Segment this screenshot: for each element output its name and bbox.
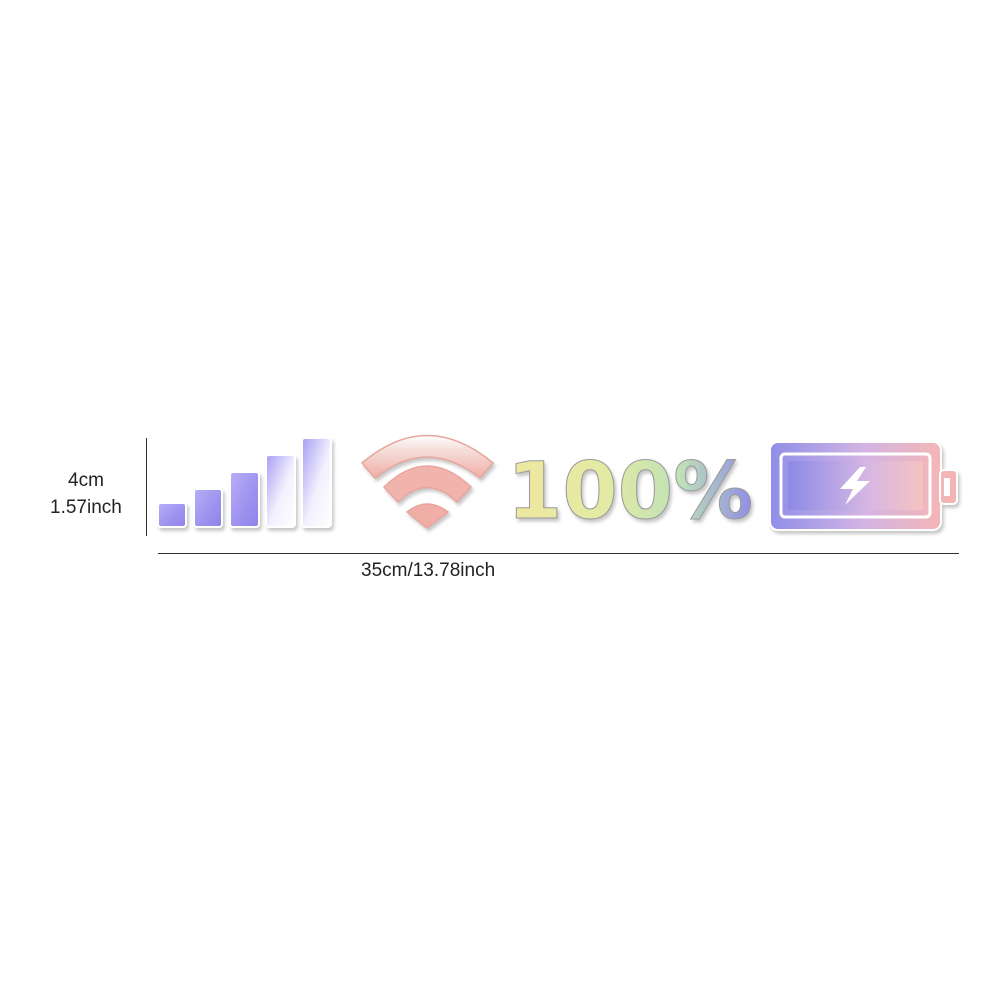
signal-bar-5 (301, 437, 332, 528)
width-label: 35cm/13.78inch (361, 560, 496, 581)
signal-bar-3 (229, 471, 260, 528)
battery-percent-text: 100% (507, 447, 753, 537)
battery-terminal-inner (944, 478, 950, 496)
signal-bar-4 (265, 454, 296, 528)
battery-inner-frame (779, 452, 932, 519)
battery-icon (769, 441, 958, 531)
signal-bar-1 (157, 502, 187, 528)
signal-bar-2 (193, 488, 223, 528)
wifi-arc-middle (382, 465, 473, 504)
lightning-bolt-icon (840, 467, 870, 505)
height-dimension-line (146, 438, 147, 536)
wifi-arc-outer (360, 434, 495, 480)
signal-bars-icon (157, 437, 332, 528)
height-cm-label: 4cm (68, 470, 104, 491)
height-inch-label: 1.57inch (50, 497, 122, 518)
wifi-icon (360, 434, 495, 529)
width-dimension-line (158, 553, 959, 554)
wifi-arc-inner (405, 503, 450, 529)
